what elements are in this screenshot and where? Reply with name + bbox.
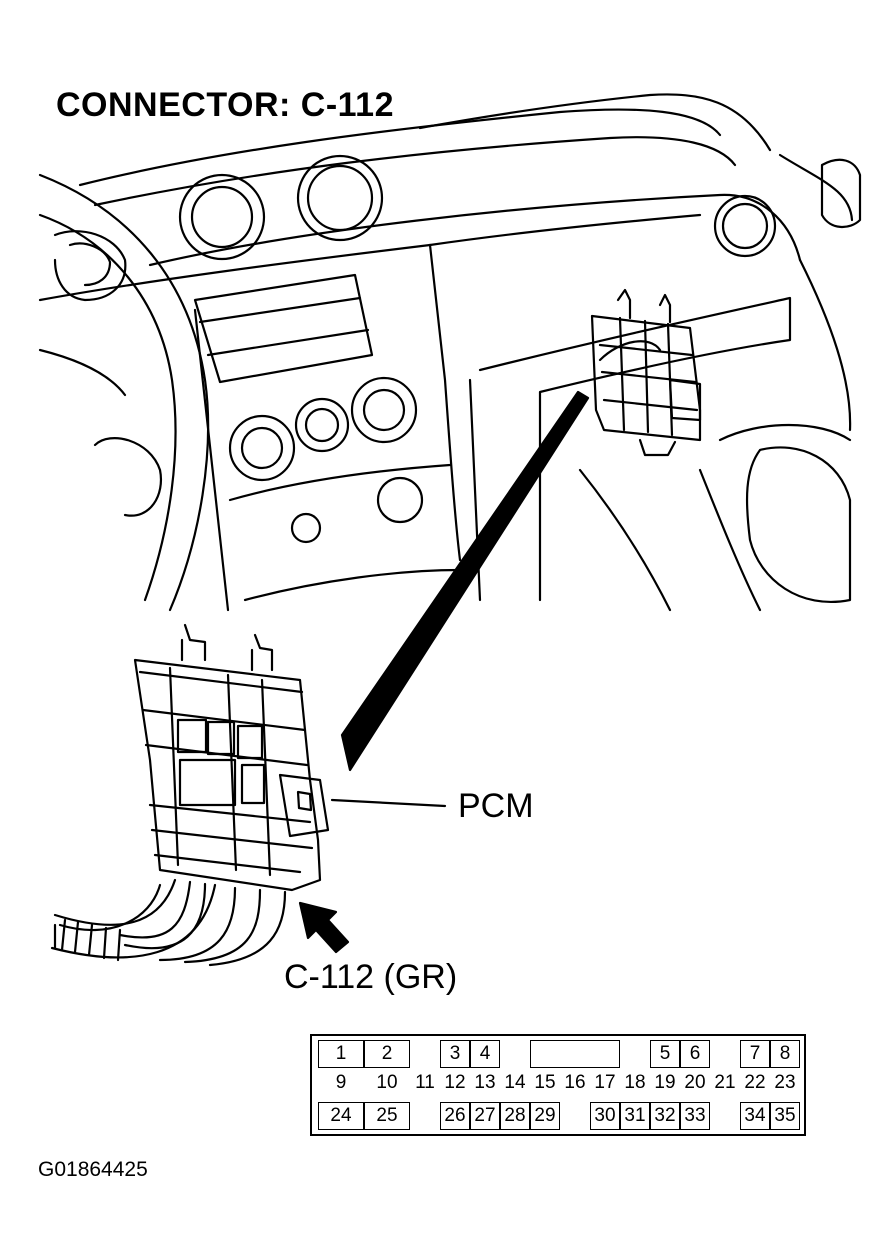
pin-cell: 10	[376, 1072, 398, 1093]
connector-label: C-112 (GR)	[284, 958, 458, 996]
pin-cell: 29	[530, 1102, 560, 1130]
empty-cavity	[530, 1040, 620, 1068]
floor-line-2	[698, 468, 762, 612]
pin-cell: 31	[620, 1102, 650, 1130]
dash-upper-edge	[78, 108, 722, 187]
vent-left-inner	[190, 185, 254, 249]
pin-cell: 30	[590, 1102, 620, 1130]
small-knob	[290, 512, 322, 544]
gauge-inner	[68, 242, 112, 287]
pin-cell: 6	[680, 1040, 710, 1068]
dash-upper-edge-2	[93, 136, 737, 207]
knob-mid-inner	[304, 407, 340, 443]
steering-wheel-outer	[38, 173, 210, 612]
knob-left-inner	[240, 426, 284, 470]
pin-cell: 4	[470, 1040, 500, 1068]
knob-right-inner	[362, 388, 406, 432]
center-stack-right	[428, 243, 462, 562]
knob-left-outer	[228, 414, 296, 482]
radio-line-2	[206, 328, 370, 357]
leader-wedge	[340, 390, 590, 772]
pin-cell: 33	[680, 1102, 710, 1130]
pcm-leader-line	[330, 798, 447, 808]
floor-line	[578, 468, 672, 612]
connector-title: CONNECTOR: C-112	[56, 86, 394, 124]
knob-mid-outer	[294, 397, 350, 453]
pin-cell: 23	[774, 1072, 796, 1093]
console-line	[228, 463, 452, 502]
pin-cell: 16	[564, 1072, 586, 1093]
right-speaker	[745, 446, 852, 603]
right-knee	[718, 423, 852, 442]
pin-cell: 1	[318, 1040, 364, 1068]
glovebox	[478, 296, 792, 602]
dash-top-outline	[418, 93, 772, 152]
pin-cell: 5	[650, 1040, 680, 1068]
pin-cell: 2	[364, 1040, 410, 1068]
pin-cell: 22	[744, 1072, 766, 1093]
connector-pinout: 1 2 3 4 5 6 7 8 9 10 11 12 13 14 15 16 1…	[310, 1034, 806, 1136]
dash-mid-line-2	[428, 213, 702, 247]
pin-cell: 9	[335, 1072, 347, 1093]
vent-left-outer	[178, 173, 266, 261]
figure-id: G01864425	[38, 1158, 148, 1181]
dash-mid-line	[38, 243, 432, 302]
gauge-cluster	[53, 230, 127, 302]
right-side-curve	[798, 258, 852, 432]
knob-right-outer	[350, 376, 418, 444]
pcm-label: PCM	[458, 787, 534, 825]
steering-spoke	[38, 348, 127, 397]
pin-cell: 7	[740, 1040, 770, 1068]
pin-cell: 32	[650, 1102, 680, 1130]
connector-arrow	[298, 901, 350, 954]
pin-cell: 25	[364, 1102, 410, 1130]
right-vent	[820, 158, 862, 228]
pin-cell: 34	[740, 1102, 770, 1130]
pin-cell: 18	[624, 1072, 646, 1093]
wire-harness	[50, 878, 287, 967]
pin-cell: 24	[318, 1102, 364, 1130]
pin-cell: 13	[474, 1072, 496, 1093]
shifter-knob	[376, 476, 424, 524]
right-panel	[778, 153, 854, 222]
pin-cell: 19	[654, 1072, 676, 1093]
pin-cell: 20	[684, 1072, 706, 1093]
pin-cell: 35	[770, 1102, 800, 1130]
pin-cell: 15	[534, 1072, 556, 1093]
pcm-in-dash	[590, 288, 702, 457]
pin-cell: 14	[504, 1072, 526, 1093]
pin-cell: 28	[500, 1102, 530, 1130]
dash-hood	[148, 193, 802, 267]
vent-right-inner	[721, 202, 769, 250]
vent-center-inner	[306, 164, 374, 232]
pin-cell: 26	[440, 1102, 470, 1130]
pin-cell: 8	[770, 1040, 800, 1068]
pcm-large	[58, 623, 330, 932]
radio-face	[193, 273, 374, 384]
pin-cell: 11	[415, 1072, 435, 1093]
vent-center-outer	[296, 154, 384, 242]
steering-hub	[93, 437, 163, 517]
pin-cell: 3	[440, 1040, 470, 1068]
console-base	[243, 568, 462, 602]
pin-cell: 21	[714, 1072, 736, 1093]
center-stack-left	[193, 308, 230, 612]
radio-line	[198, 296, 362, 324]
pin-cell: 27	[470, 1102, 500, 1130]
vent-right-outer	[713, 194, 777, 258]
pin-cell: 12	[444, 1072, 466, 1093]
pin-cell: 17	[594, 1072, 616, 1093]
